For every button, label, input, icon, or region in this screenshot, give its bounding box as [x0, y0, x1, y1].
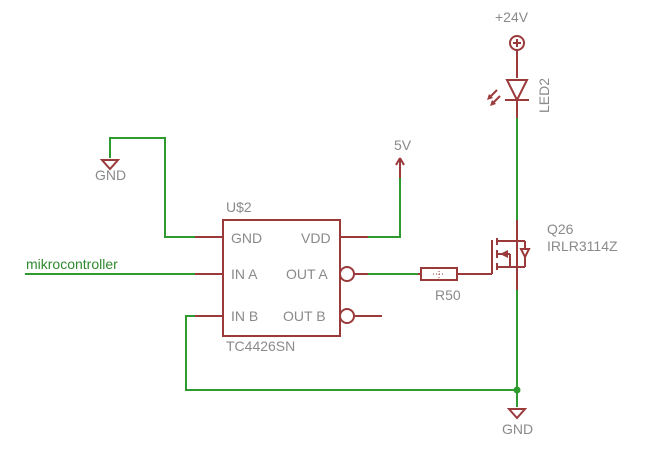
ic-pin-out-a: OUT A: [286, 266, 328, 282]
ic-pin-in-b: IN B: [231, 308, 258, 324]
wire-ic-gnd: [109, 137, 195, 238]
gnd-bottom-label: GND: [502, 421, 533, 437]
ic-ref-label: U$2: [226, 199, 252, 215]
led2-symbol: [487, 79, 529, 118]
mosfet-q26-symbol: [479, 220, 531, 290]
net-mikrocontroller-label: mikrocontroller: [26, 256, 118, 272]
wire-vdd-5v: [368, 178, 401, 238]
supply-24v-symbol: [509, 35, 525, 78]
wire-inb-gnd: [185, 315, 517, 391]
mosfet-value-label: IRLR3114Z: [547, 238, 618, 254]
ic-u2-body: [195, 219, 382, 337]
ic-pin-vdd: VDD: [301, 230, 331, 246]
resistor-label: R50: [435, 287, 461, 303]
supply-5v-symbol: [395, 157, 405, 178]
ic-pin-in-a: IN A: [231, 266, 258, 282]
ic-pin-out-b: OUT B: [283, 308, 326, 324]
ic-pin-gnd: GND: [231, 230, 262, 246]
led2-label: LED2: [536, 78, 552, 113]
gnd-bottom-symbol: [506, 408, 528, 420]
ic-name-label: TC4426SN: [226, 338, 295, 354]
supply-5v-label: 5V: [394, 137, 412, 153]
gnd-left-label: GND: [95, 167, 126, 183]
resistor-r50-symbol: [418, 267, 479, 281]
gnd-left-symbol: [99, 159, 121, 171]
mosfet-ref-label: Q26: [547, 221, 574, 237]
supply-24v-label: +24V: [495, 9, 529, 25]
